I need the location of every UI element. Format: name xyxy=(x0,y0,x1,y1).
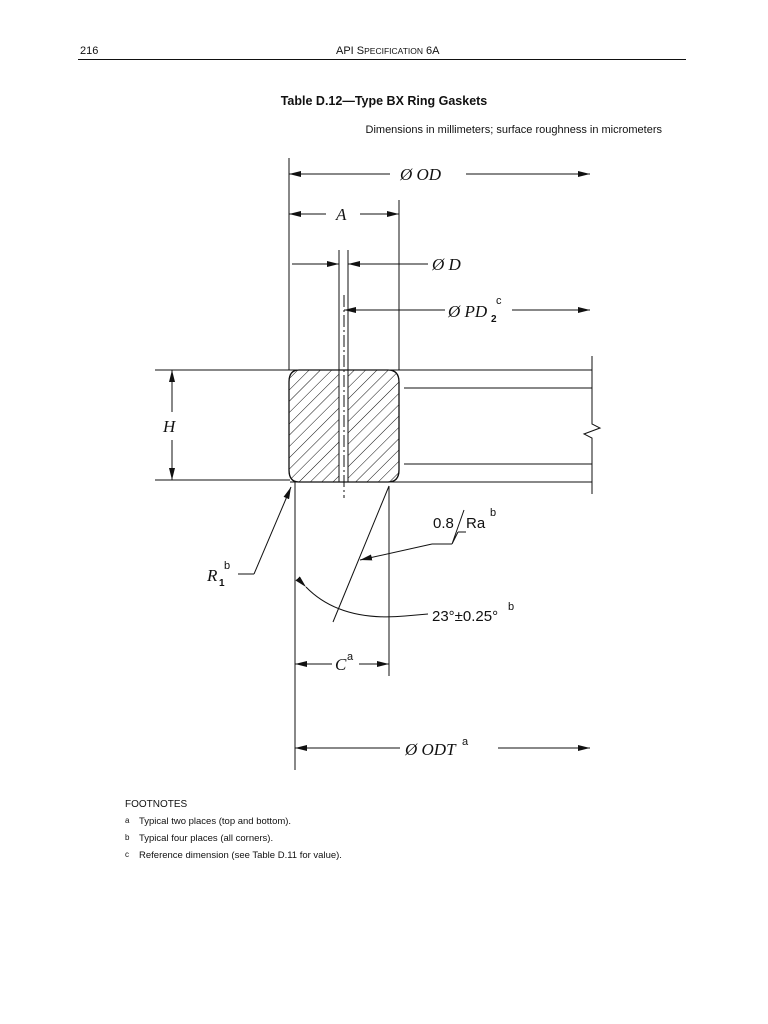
roughness-symbol xyxy=(451,509,466,545)
roughness-value: 0.8 xyxy=(433,515,454,532)
angle-arc xyxy=(295,576,406,618)
c-label: C xyxy=(335,655,347,674)
roughness-sup: b xyxy=(490,507,496,519)
header-rule xyxy=(78,59,686,60)
d-label: Ø D xyxy=(431,255,462,274)
footnote-b: b Typical four places (all corners). xyxy=(125,830,342,847)
footnote-c: c Reference dimension (see Table D.11 for… xyxy=(125,847,342,864)
footnote-mark: a xyxy=(125,816,130,825)
odt-label: Ø ODT xyxy=(404,740,457,759)
footnote-mark: b xyxy=(125,833,130,842)
footnotes-heading: FOOTNOTES xyxy=(125,799,188,810)
roughness-leader xyxy=(359,543,433,561)
footnote-text: Typical four places (all corners). xyxy=(139,833,274,844)
running-title-smallcaps: PECIFICATION xyxy=(364,46,423,56)
footnotes: FOOTNOTES a Typical two places (top and b… xyxy=(125,796,342,864)
r1-label: R xyxy=(206,566,218,585)
footnote-mark: c xyxy=(125,850,129,859)
pd-sub: 2 xyxy=(491,314,497,325)
odt-sup: a xyxy=(462,736,469,748)
footnote-text: Typical two places (top and bottom). xyxy=(139,816,292,827)
gasket-section xyxy=(288,369,400,483)
table-title: Table D.12—Type BX Ring Gaskets xyxy=(280,94,488,108)
break-line xyxy=(582,356,602,494)
r1-sup: b xyxy=(224,560,230,572)
angle-sup: b xyxy=(508,601,514,613)
angle-leader xyxy=(404,613,429,617)
od-label: Ø OD xyxy=(399,165,442,184)
pd-label: Ø PD xyxy=(447,302,488,321)
footnote-text: Reference dimension (see Table D.11 for … xyxy=(139,850,342,861)
angle-label: 23°±0.25° xyxy=(432,608,498,625)
h-label: H xyxy=(162,417,177,436)
page-number: 216 xyxy=(80,45,99,57)
c-sup: a xyxy=(347,651,354,663)
units-note: Dimensions in millimeters; surface rough… xyxy=(365,124,662,136)
footnote-a: a Typical two places (top and bottom). xyxy=(125,813,342,830)
running-title: API SPECIFICATION 6A xyxy=(336,45,440,57)
taper-line xyxy=(332,485,390,623)
roughness-unit: Ra xyxy=(466,515,486,532)
a-label: A xyxy=(335,205,347,224)
running-title-suffix: 6A xyxy=(423,45,440,57)
r1-leader xyxy=(253,486,292,575)
r1-sub: 1 xyxy=(219,578,225,589)
running-title-prefix: API S xyxy=(336,45,365,57)
pd-sup: c xyxy=(496,295,502,307)
